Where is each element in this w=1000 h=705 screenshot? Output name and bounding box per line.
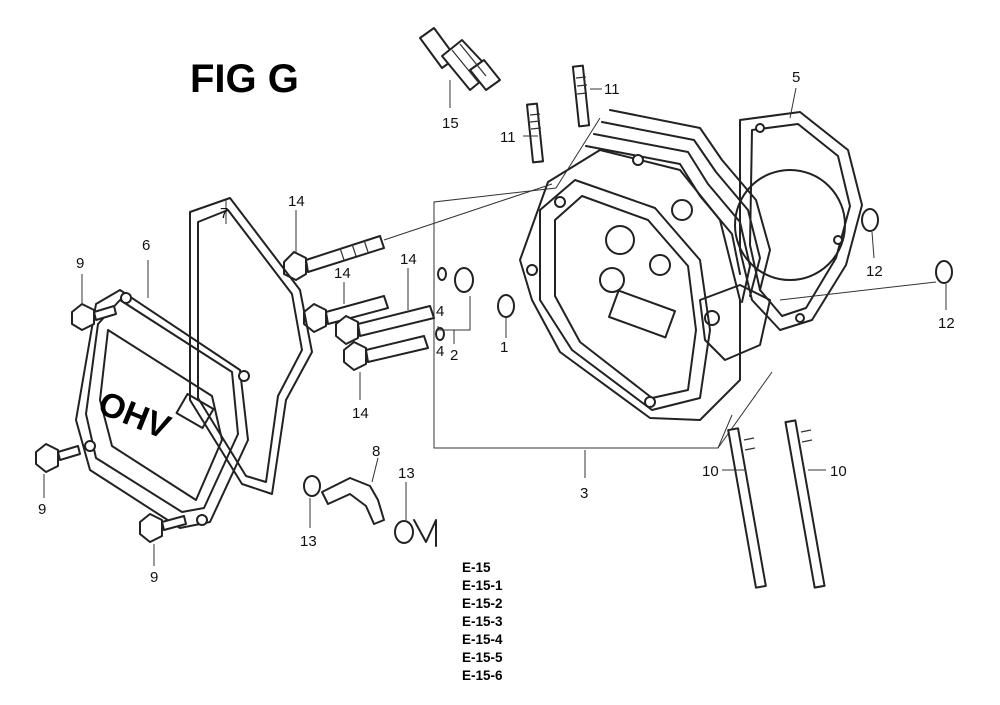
- dowel-pins: [779, 208, 953, 310]
- callout-9-top: 9: [76, 255, 84, 272]
- code-item: E-15-5: [462, 650, 503, 665]
- callout-14-mid-right: 14: [400, 251, 417, 268]
- head-gasket: [734, 87, 863, 331]
- callout-9-bottom: 9: [150, 569, 158, 586]
- head-bolts: [303, 268, 435, 400]
- callout-2: 2: [450, 347, 458, 364]
- callout-4-lower: 4: [436, 343, 444, 360]
- callout-10-right: 10: [830, 463, 847, 480]
- callout-4-upper: 4: [436, 303, 444, 320]
- callout-labels: 1 2 3 4 4 5 6 7 8 9 9 9 10 10 11 11 12 1…: [38, 69, 955, 586]
- callout-11-left: 11: [500, 129, 516, 146]
- cover-lettering: OHV: [93, 384, 176, 447]
- callout-12-upper: 12: [866, 263, 883, 280]
- cylinder-head: [433, 109, 773, 478]
- head-cover-gasket: [189, 197, 313, 495]
- breather-tube: [303, 457, 437, 547]
- code-item: E-15-1: [462, 578, 503, 593]
- head-cover: OHV: [75, 260, 250, 529]
- callout-12-lower: 12: [938, 315, 955, 332]
- code-item: E-15: [462, 560, 491, 575]
- callout-14-mid-left: 14: [334, 265, 351, 282]
- callout-7: 7: [220, 205, 228, 222]
- callout-6: 6: [142, 237, 150, 254]
- callout-13-right: 13: [398, 465, 415, 482]
- collars: [435, 267, 515, 344]
- callout-9-left: 9: [38, 501, 46, 518]
- code-list: E-15 E-15-1 E-15-2 E-15-3 E-15-4 E-15-5 …: [462, 560, 503, 683]
- figure-title: FIG G: [190, 57, 299, 101]
- code-item: E-15-2: [462, 596, 503, 611]
- callout-14-top: 14: [288, 193, 305, 210]
- callout-1: 1: [500, 339, 508, 356]
- cover-bolts: [35, 274, 187, 566]
- callout-10-left: 10: [702, 463, 719, 480]
- head-stud-lower: [722, 419, 826, 589]
- head-stud-upper: [523, 64, 602, 164]
- code-item: E-15-3: [462, 614, 503, 629]
- head-bolt-long: [283, 183, 553, 281]
- code-item: E-15-4: [462, 632, 503, 647]
- callout-3: 3: [580, 485, 588, 502]
- code-item: E-15-6: [462, 668, 503, 683]
- callout-14-bottom: 14: [352, 405, 369, 422]
- spark-plug: [419, 27, 501, 108]
- callout-13-left: 13: [300, 533, 317, 550]
- callout-5: 5: [792, 69, 800, 86]
- callout-11-right: 11: [604, 81, 620, 98]
- callout-8: 8: [372, 443, 380, 460]
- callout-15: 15: [442, 115, 459, 132]
